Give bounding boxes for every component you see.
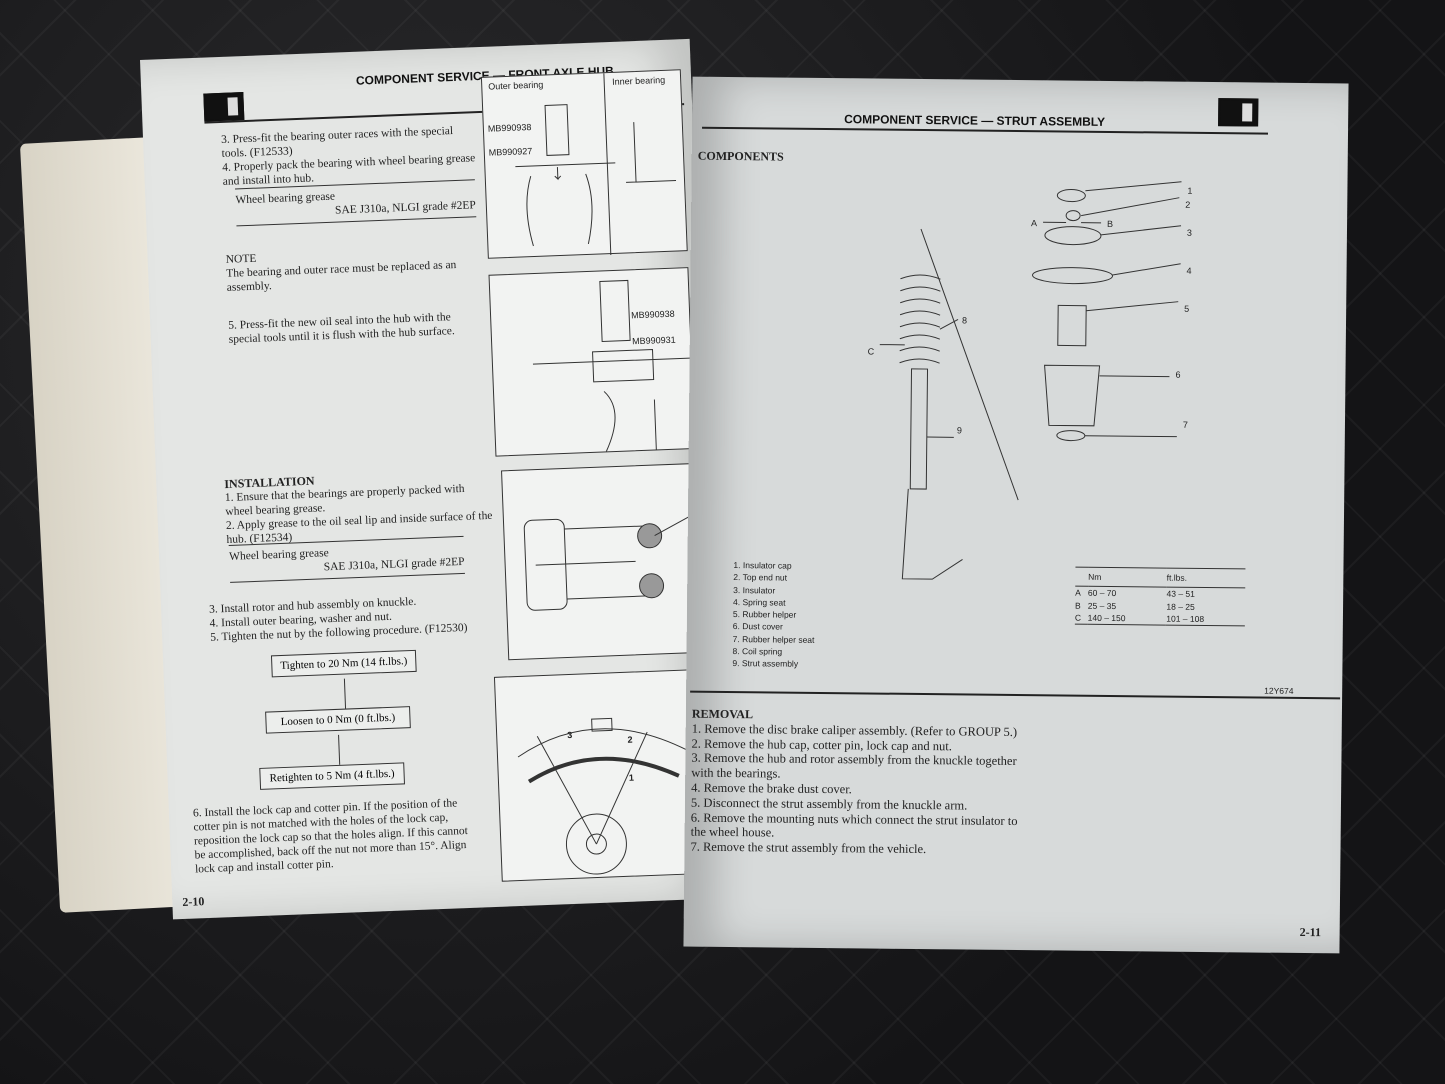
callout-7: 7	[1182, 419, 1189, 430]
hub-drawing	[523, 513, 695, 611]
note: NOTE The bearing and outer race must be …	[225, 252, 457, 294]
steps-3-4: 3. Press-fit the bearing outer races wit…	[220, 125, 476, 188]
figure-hub-assembly	[501, 463, 699, 661]
callout-3: 3	[1186, 227, 1193, 238]
bearing-drawing	[515, 73, 677, 256]
callout-8: 8	[961, 315, 968, 326]
installation-section: INSTALLATION 1. Ensure that the bearings…	[224, 473, 493, 547]
flow-step-loosen: Loosen to 0 Nm (0 ft.lbs.)	[265, 706, 411, 734]
left-page: COMPONENT SERVICE — FRONT AXLE HUB 3. Pr…	[140, 38, 723, 920]
wrench-drawing	[517, 717, 689, 875]
flow-step-tighten: Tighten to 20 Nm (14 ft.lbs.)	[270, 649, 417, 678]
callout-a: A	[1031, 218, 1038, 229]
callout-9: 9	[956, 425, 962, 436]
install-steps-3-5: 3. Install rotor and hub assembly on knu…	[208, 595, 468, 644]
grease-spec: Wheel bearing grease SAE J310a, NLGI gra…	[235, 179, 477, 227]
figure-oil-seal: MB990938 MB990931	[488, 267, 696, 457]
callout-c: C	[867, 346, 875, 357]
figure-code: 12Y674	[1264, 685, 1294, 696]
service-logo	[203, 92, 245, 122]
callout-2: 2	[1185, 199, 1191, 210]
oil-seal-drawing	[532, 279, 693, 452]
flow-arrow	[343, 678, 347, 709]
service-logo	[1218, 98, 1259, 127]
page-number: 2-10	[182, 894, 205, 909]
flow-arrow	[338, 734, 341, 765]
flow-step-retighten: Retighten to 5 Nm (4 ft.lbs.)	[259, 762, 406, 790]
grease-spec-2: Wheel bearing grease SAE J310a, NLGI gra…	[228, 535, 465, 583]
callout-6: 6	[1175, 369, 1181, 380]
components-title: COMPONENTS	[697, 148, 784, 164]
removal-section: REMOVAL 1. Remove the disc brake caliper…	[690, 706, 1018, 857]
callout-5: 5	[1184, 303, 1190, 314]
page-number: 2-11	[1299, 924, 1322, 940]
callout-b: B	[1107, 218, 1114, 230]
page-header: COMPONENT SERVICE — STRUT ASSEMBLY	[844, 112, 1106, 129]
right-page: COMPONENT SERVICE — STRUT ASSEMBLY COMPO…	[683, 76, 1349, 954]
figure-torque-wrench: 3 2 1	[493, 669, 702, 882]
callout-4: 4	[1186, 265, 1192, 276]
callout-1: 1	[1187, 185, 1193, 196]
step-6-lock-cap: 6. Install the lock cap and cotter pin. …	[192, 797, 469, 876]
figure-bearing-press: Outer bearing Inner bearing MB990938 MB9…	[480, 69, 688, 259]
header-rule	[702, 126, 1269, 135]
strut-exploded-view	[879, 181, 1182, 580]
step-5-oil-seal: 5. Press-fit the new oil seal into the h…	[228, 311, 456, 346]
